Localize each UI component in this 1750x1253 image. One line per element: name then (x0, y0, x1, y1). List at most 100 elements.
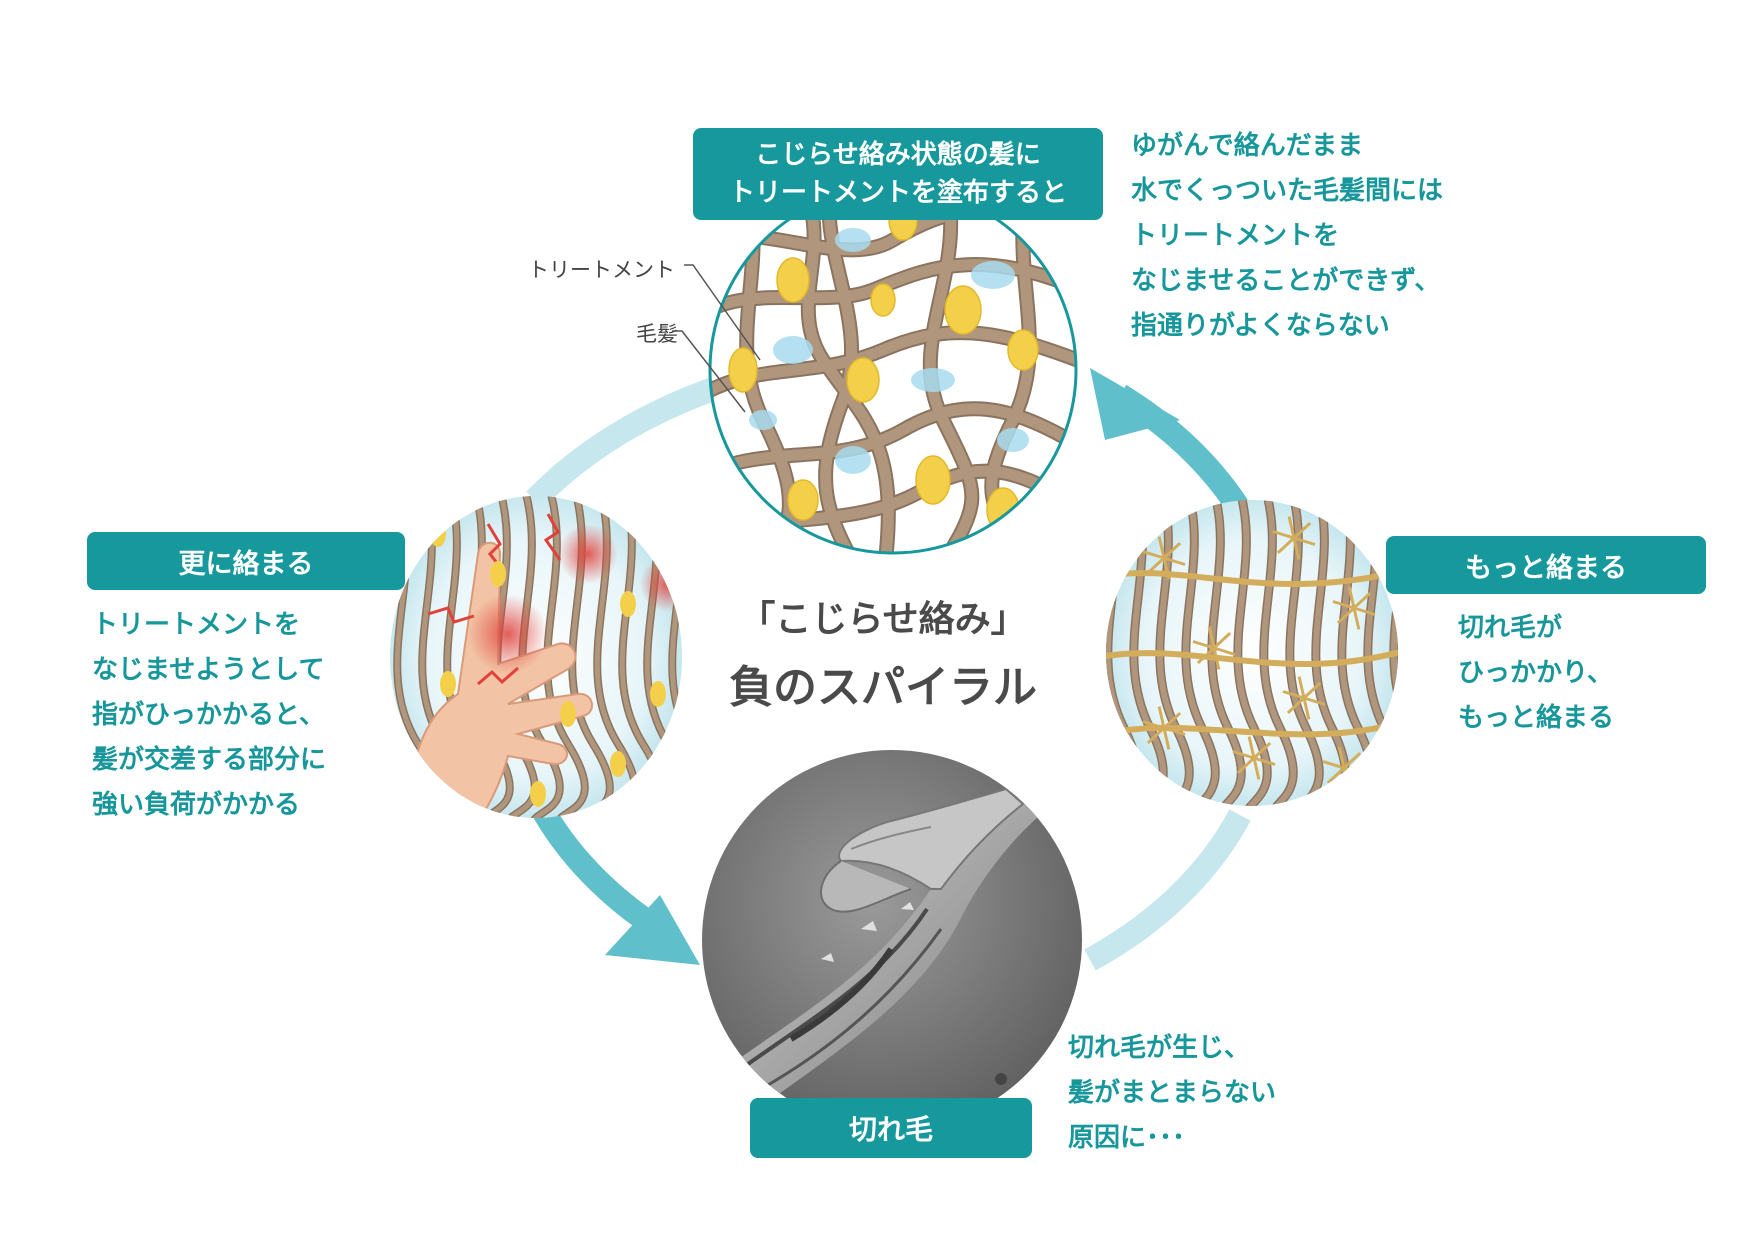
top-desc-line: なじませることができず、 (1131, 266, 1441, 296)
pain-glow (468, 594, 548, 674)
split-end-fray (1352, 591, 1372, 610)
split-end-fray (1232, 750, 1255, 760)
hair-strand (544, 496, 588, 818)
hair-strand (924, 187, 978, 553)
split-end-fray (1272, 530, 1295, 540)
arrow-left-to-top (526, 373, 729, 509)
split-end-fray (1302, 681, 1322, 700)
hand-shape (406, 541, 593, 818)
top-desc-line: トリートメントを (1131, 221, 1340, 251)
treatment-blob (620, 591, 636, 617)
pain-zigzag (543, 513, 562, 561)
bottom-stage-label: 切れ毛 (750, 1098, 1032, 1158)
hair-strand (787, 187, 894, 553)
water-droplet (749, 410, 777, 430)
treatment-blob (610, 751, 626, 777)
split-end-fray (1282, 690, 1305, 700)
water-droplet (997, 428, 1029, 452)
split-end-fray (1212, 647, 1221, 670)
water-droplet (911, 368, 955, 392)
treatment-blob (530, 781, 546, 807)
water-droplet (835, 228, 871, 252)
treatment-blob (915, 455, 951, 505)
treatment-blob (776, 257, 810, 303)
split-end-fray (1276, 536, 1296, 555)
left-stage-label: 更に絡まる (87, 532, 405, 590)
split-end-fray (1163, 726, 1186, 736)
split-end-fray (1297, 676, 1306, 699)
callout-line-hair (672, 330, 746, 413)
split-end-fray (1142, 550, 1165, 560)
treatment-blob (728, 347, 758, 393)
split-end-fray (1342, 751, 1362, 770)
bottom-desc-line: 髪がまとまらない (1068, 1078, 1277, 1108)
split-end-fray (1146, 556, 1166, 575)
split-end-fray (1157, 706, 1166, 729)
pain-zigzag (427, 606, 475, 624)
split-end-fray (1286, 696, 1306, 715)
split-end-fray (1326, 766, 1346, 785)
hair-strand (1234, 500, 1271, 806)
split-end-fray (1352, 607, 1361, 630)
right-desc-line: 切れ毛が (1458, 613, 1563, 643)
arrowhead-top-right (1090, 368, 1180, 440)
water-droplet (773, 336, 813, 364)
split-hair-micrograph (702, 750, 1082, 1130)
treatment-blob (440, 671, 456, 697)
treatment-blob (944, 285, 982, 335)
callout-treatment: トリートメント (528, 258, 675, 282)
left-desc-line: トリートメントを (92, 610, 301, 640)
split-end-fray (1192, 640, 1215, 650)
bottom-desc-line: 原因に･･･ (1068, 1123, 1186, 1153)
top-desc-line: 水でくっついた毛髪間には (1131, 176, 1444, 206)
water-droplet (971, 261, 1015, 289)
top-stage-description: ゆがんで絡んだまま 水でくっついた毛髪間には トリートメントを なじませることが… (1131, 124, 1443, 349)
bottom-desc-line: 切れ毛が生じ、 (1068, 1033, 1251, 1063)
split-end-fray (1157, 536, 1166, 559)
split-end-fray (1236, 756, 1256, 775)
treatment-blob (846, 357, 880, 403)
left-desc-line: 指がひっかかると、 (92, 700, 325, 730)
callout-line-treatment (684, 264, 761, 361)
split-end-fray (1302, 697, 1311, 720)
top-desc-line: 指通りがよくならない (1131, 311, 1390, 341)
split-end-fray (1162, 541, 1182, 560)
split-end-fray (1322, 760, 1345, 770)
left-hand-illustration (390, 496, 682, 818)
split-end-fray (1163, 556, 1186, 566)
right-stage-label: もっと絡まる (1386, 536, 1706, 594)
split-end-fray (1162, 727, 1171, 750)
right-split-hair-illustration (1106, 500, 1398, 806)
top-desc-line: ゆがんで絡んだまま (1131, 131, 1364, 161)
split-end-fray (1252, 741, 1272, 760)
split-end-fray (1207, 626, 1216, 649)
split-end-fray (1253, 756, 1276, 766)
arrowhead-bottom-left (605, 895, 700, 965)
center-title-line1: 「こじらせ絡み」 (739, 599, 1027, 640)
split-end-fray (1336, 606, 1356, 625)
split-end-fray (1196, 646, 1216, 665)
top-stage-label: こじらせ絡み状態の髪に トリートメントを塗布すると (693, 128, 1103, 220)
left-desc-line: 髪が交差する部分に (92, 745, 327, 775)
split-end-fray (1212, 631, 1232, 650)
arrow-bottom-to-right (1084, 809, 1251, 971)
water-droplet (835, 446, 871, 474)
right-desc-line: もっと絡まる (1458, 703, 1615, 733)
split-hair-strand (1106, 565, 1398, 588)
split-end-fray (1337, 746, 1346, 769)
treatment-blob (787, 479, 819, 521)
split-end-fray (1293, 536, 1316, 546)
center-title-line2: 負のスパイラル (729, 662, 1037, 713)
treatment-blob (560, 701, 576, 727)
left-desc-line: 強い負荷がかかる (92, 790, 301, 820)
right-stage-description: 切れ毛が ひっかかり、 もっと絡まる (1458, 606, 1614, 741)
split-hair-strand (1106, 715, 1398, 741)
hair-strand (519, 496, 563, 818)
split-end-fray (1162, 557, 1171, 580)
split-end-fray (1303, 696, 1326, 706)
top-label-line1: こじらせ絡み状態の髪に (755, 140, 1041, 170)
treatment-blob (490, 561, 506, 587)
